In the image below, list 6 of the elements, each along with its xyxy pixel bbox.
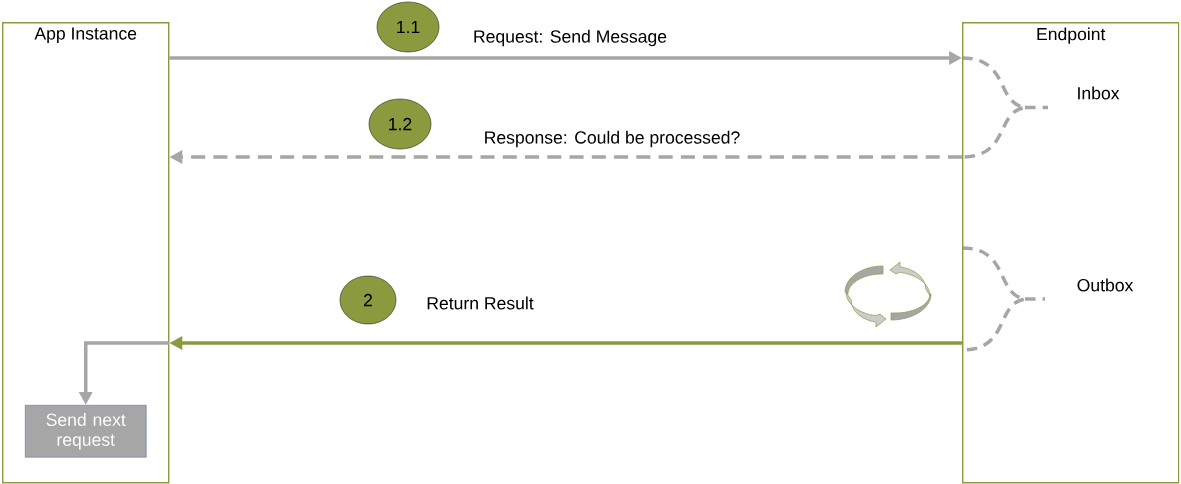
process-box: Send next request [25,405,147,458]
edge-label: Request: Send Message [471,28,669,48]
edge-label: Return Result [425,295,535,311]
brace-label: Inbox [1078,86,1120,100]
edge-label: Response: Could be processed? [482,129,742,149]
brace-label: Outbox [1077,278,1134,292]
